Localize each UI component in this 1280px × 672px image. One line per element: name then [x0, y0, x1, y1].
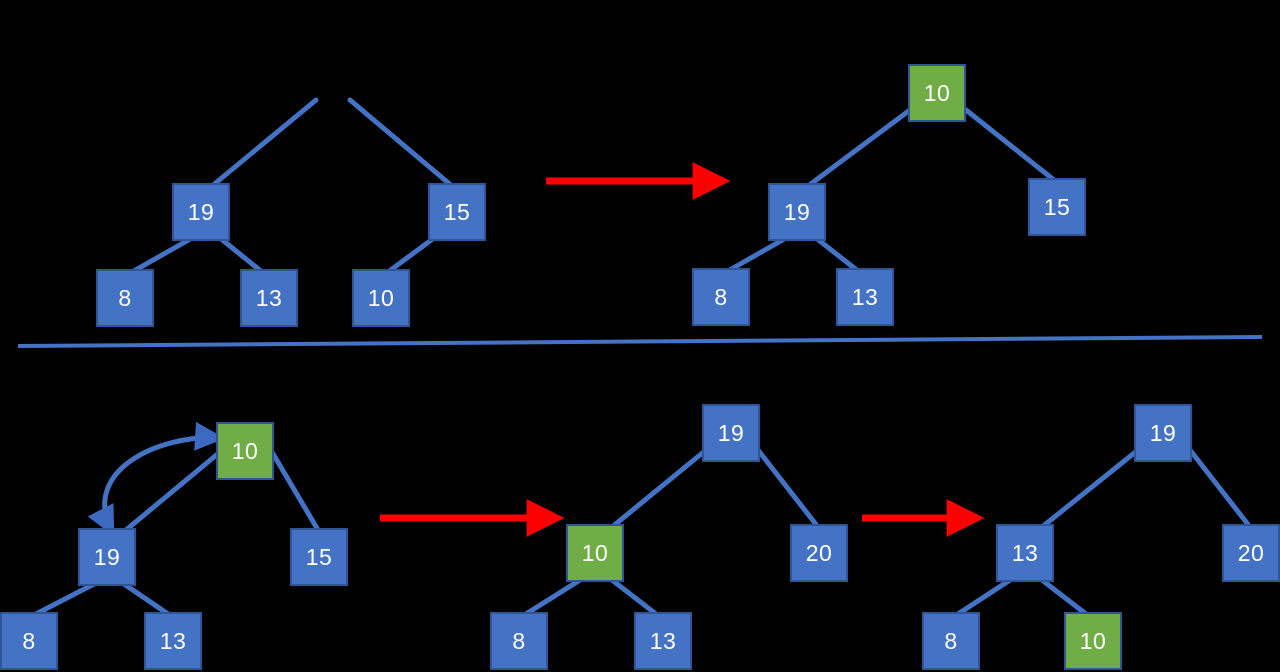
- tree-edge: [269, 449, 321, 533]
- tree-node-label: 15: [1043, 193, 1071, 220]
- tree-node-19[interactable]: 19: [702, 404, 760, 462]
- tree-node-label: 10: [1079, 627, 1107, 654]
- tree-edge: [123, 449, 223, 533]
- tree-node-label: 19: [93, 543, 121, 570]
- tree-node-20[interactable]: 20: [1222, 524, 1280, 582]
- tree-node-label: 8: [944, 627, 958, 654]
- tree-node-19[interactable]: 19: [1134, 404, 1192, 462]
- tree-node-label: 10: [923, 79, 951, 106]
- tree-node-15[interactable]: 15: [1028, 178, 1086, 236]
- swap-arrow-group: [87, 421, 225, 537]
- tree-node-19[interactable]: 19: [768, 183, 826, 241]
- tree-node-8[interactable]: 8: [96, 269, 154, 327]
- tree-node-15[interactable]: 15: [290, 528, 348, 586]
- tree-node-label: 19: [187, 198, 215, 225]
- tree-edge: [1039, 447, 1141, 530]
- tree-node-13[interactable]: 13: [634, 612, 692, 670]
- tree-node-10[interactable]: 10: [908, 64, 966, 122]
- tree-node-15[interactable]: 15: [428, 183, 486, 241]
- tree-node-label: 8: [22, 627, 36, 654]
- section-divider-line: [17, 335, 1263, 348]
- tree-node-8[interactable]: 8: [490, 612, 548, 670]
- tree-node-label: 15: [443, 198, 471, 225]
- tree-node-label: 13: [1011, 539, 1039, 566]
- tree-node-label: 19: [783, 198, 811, 225]
- tree-edge: [963, 107, 1057, 183]
- tree-node-label: 13: [851, 283, 879, 310]
- tree-node-8[interactable]: 8: [922, 612, 980, 670]
- tree-node-label: 20: [805, 539, 833, 566]
- tree-edge: [121, 581, 171, 617]
- tree-node-8[interactable]: 8: [692, 268, 750, 326]
- tree-edge: [609, 577, 659, 617]
- tree-edge: [385, 235, 437, 275]
- tree-node-8[interactable]: 8: [0, 612, 58, 670]
- tree-node-13[interactable]: 13: [996, 524, 1054, 582]
- tree-edge: [755, 447, 821, 530]
- tree-node-label: 19: [717, 419, 745, 446]
- tree-edge: [209, 97, 319, 189]
- section-divider: [17, 335, 1263, 348]
- tree-node-label: 10: [231, 437, 259, 464]
- tree-edge: [523, 577, 583, 617]
- tree-node-label: 13: [649, 627, 677, 654]
- tree-node-label: 8: [512, 627, 526, 654]
- tree-node-10[interactable]: 10: [352, 269, 410, 327]
- tree-edge: [725, 235, 789, 274]
- tree-node-19[interactable]: 19: [172, 183, 230, 241]
- tree-edge: [129, 235, 195, 275]
- tree-node-10[interactable]: 10: [216, 422, 274, 480]
- tree-edge: [347, 97, 455, 189]
- tree-node-label: 13: [159, 627, 187, 654]
- tree-node-13[interactable]: 13: [240, 269, 298, 327]
- tree-edge: [1187, 447, 1253, 530]
- tree-node-label: 10: [367, 284, 395, 311]
- tree-node-label: 13: [255, 284, 283, 311]
- tree-edge: [1039, 577, 1089, 617]
- tree-node-10[interactable]: 10: [566, 524, 624, 582]
- tree-node-13[interactable]: 13: [836, 268, 894, 326]
- tree-node-label: 8: [118, 284, 132, 311]
- tree-node-13[interactable]: 13: [144, 612, 202, 670]
- tree-node-label: 20: [1237, 539, 1265, 566]
- tree-edge: [33, 581, 97, 617]
- tree-node-20[interactable]: 20: [790, 524, 848, 582]
- tree-edge: [955, 577, 1013, 617]
- tree-node-19[interactable]: 19: [78, 528, 136, 586]
- tree-edge: [217, 235, 265, 275]
- tree-node-label: 19: [1149, 419, 1177, 446]
- tree-node-label: 8: [714, 283, 728, 310]
- tree-edge: [609, 447, 709, 530]
- tree-node-10[interactable]: 10: [1064, 612, 1122, 670]
- tree-edge: [813, 235, 861, 274]
- swap-arrow: [87, 421, 225, 537]
- tree-node-label: 10: [581, 539, 609, 566]
- tree-node-label: 15: [305, 543, 333, 570]
- tree-edge: [805, 107, 913, 189]
